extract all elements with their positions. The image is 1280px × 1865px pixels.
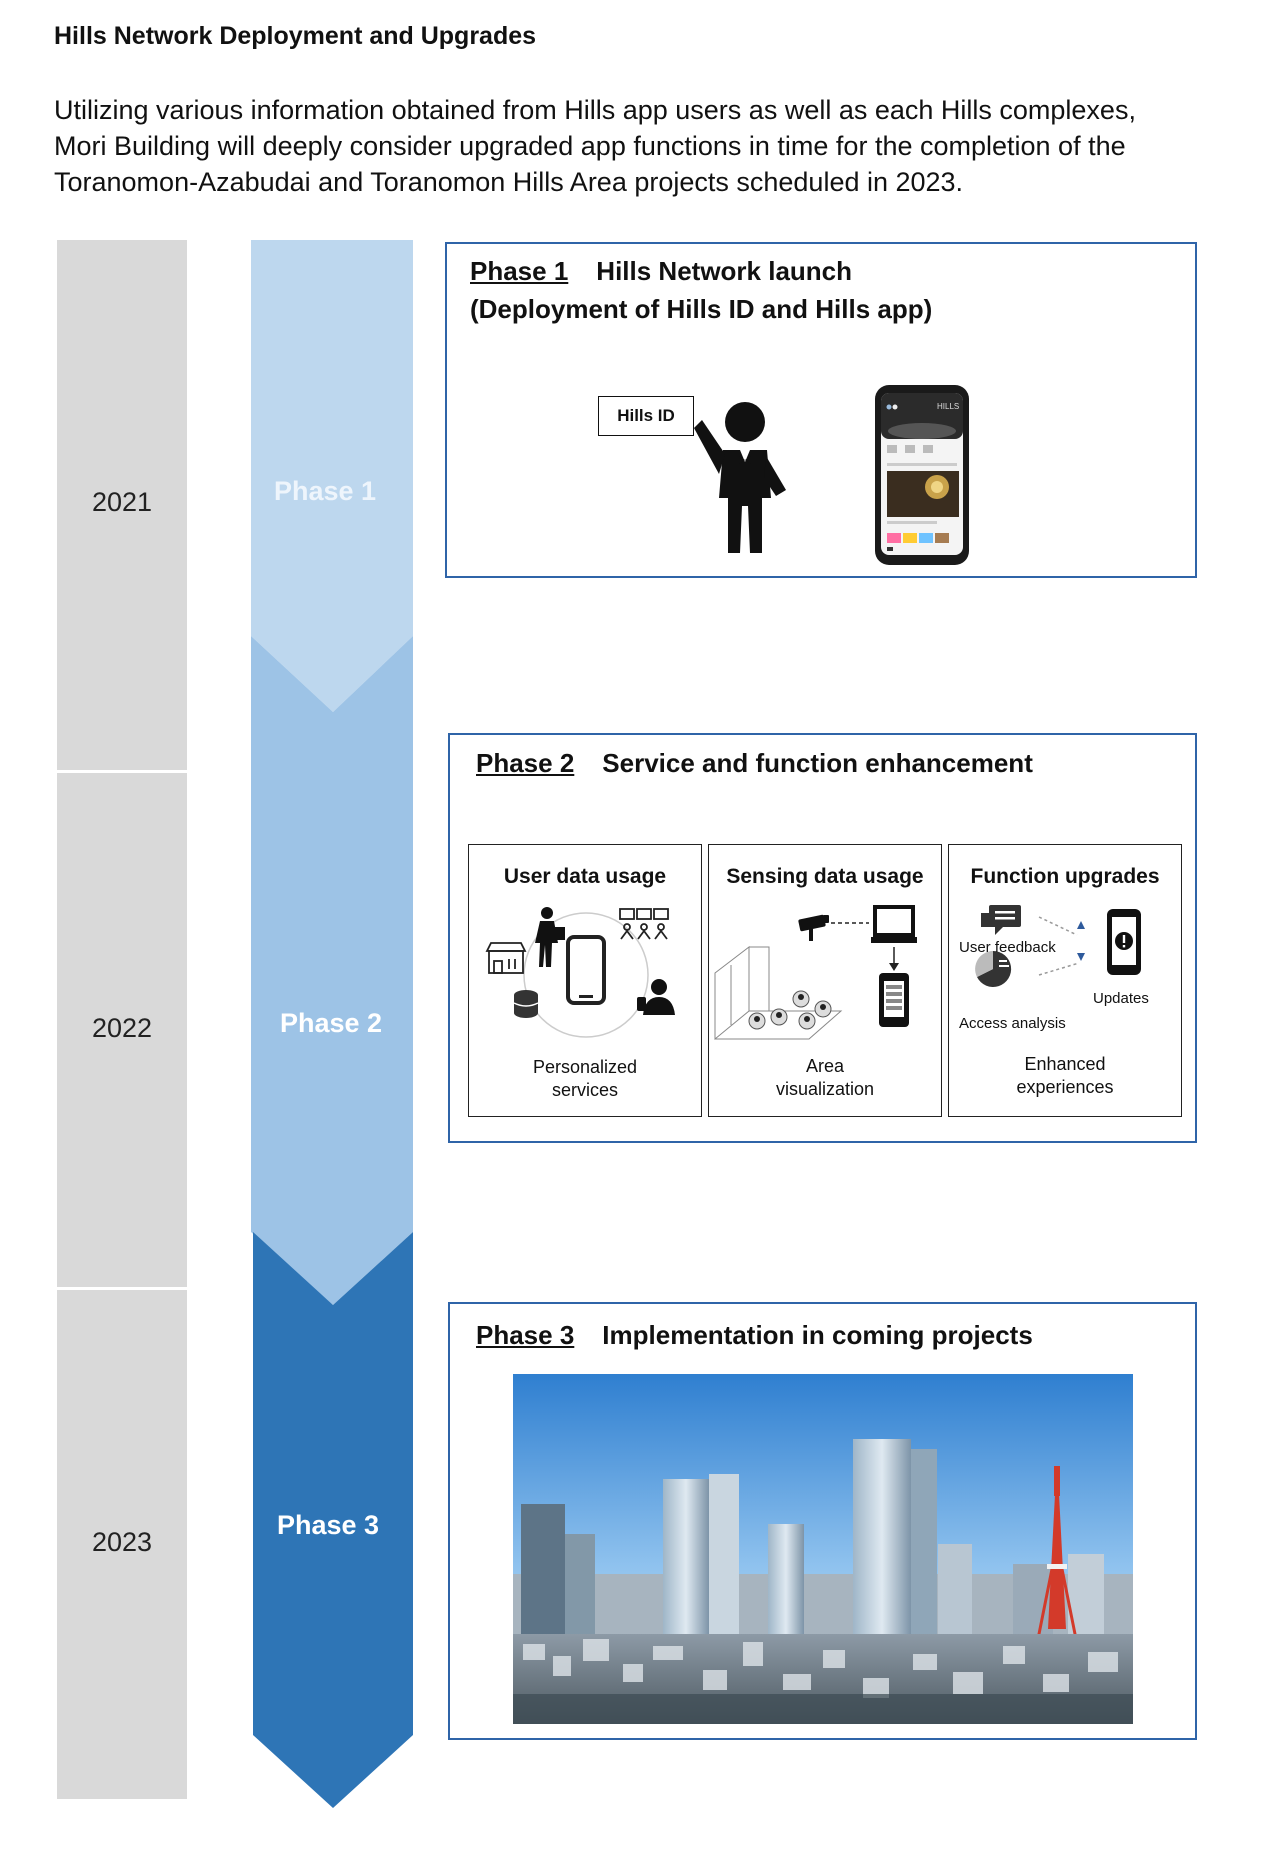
phase-2-chevron [251, 636, 413, 1305]
updates-label: Updates [1093, 990, 1149, 1007]
caption-line: experiences [1016, 1077, 1114, 1097]
intro-line: Utilizing various information obtained f… [54, 95, 1136, 125]
function-upgrades-illustration [975, 905, 1141, 987]
shop-icon [485, 942, 527, 974]
floor-grid [714, 945, 843, 1041]
caption-line: Area [805, 1056, 845, 1076]
signage-people-icon [619, 908, 669, 940]
caption-line: visualization [775, 1079, 875, 1099]
phase-1-panel [445, 242, 1197, 578]
year-box-2021: 2021 [57, 240, 187, 770]
smartphone-icon: HILLS [875, 385, 969, 565]
caption-line: services [551, 1080, 618, 1100]
phase-2-label: Phase 2 [280, 1008, 383, 1038]
phase-3-chevron [253, 1232, 413, 1808]
page-heading: Hills Network Deployment and Upgrades [54, 22, 537, 50]
mobile-device-icon [879, 973, 909, 1027]
function-upgrades-caption: Enhanced experiences [949, 1053, 1181, 1099]
phase-2-title: Phase 2 Service and function enhancement [476, 748, 1033, 779]
phase-3-name: Implementation in coming projects [602, 1320, 1033, 1350]
phase-1-chevron [251, 240, 413, 712]
pie-chart-icon [975, 950, 1012, 987]
sensing-data-caption: Area visualization [709, 1055, 941, 1101]
user-with-phone-icon [637, 979, 675, 1015]
phase-3-title: Phase 3 Implementation in coming projects [476, 1320, 1033, 1351]
function-upgrades-box: Function upgrades User feedback Updates [948, 844, 1182, 1117]
year-label: 2021 [91, 487, 153, 517]
phase-1-number: Phase 1 [470, 256, 569, 286]
person-markers [748, 990, 832, 1030]
caption-line: Enhanced [1024, 1054, 1106, 1074]
user-data-illustration [485, 907, 675, 1038]
hills-id-badge: Hills ID [598, 396, 694, 436]
phase-1-name: Hills Network launch [596, 256, 853, 286]
database-icon [513, 990, 539, 1018]
year-box-2022: 2022 [57, 773, 187, 1287]
user-data-caption: Personalized services [469, 1056, 701, 1102]
intro-paragraph: Utilizing various information obtained f… [54, 92, 1234, 200]
phase-2-number: Phase 2 [476, 748, 575, 778]
phase-1-title: Phase 1 Hills Network launch [470, 256, 852, 287]
phase-3-label: Phase 3 [277, 1510, 380, 1540]
sensing-data-usage-title: Sensing data usage [726, 865, 924, 888]
phone-brand: HILLS [937, 402, 959, 411]
arrow-up [1077, 921, 1085, 929]
intro-line: Toranomon-Azabudai and Toranomon Hills A… [54, 167, 964, 197]
monitor-icon [871, 905, 917, 943]
camera-icon [798, 914, 829, 941]
sensing-data-illustration [714, 905, 917, 1041]
access-analysis-label: Access analysis [959, 1015, 1066, 1032]
arrow-down [1077, 953, 1085, 961]
user-feedback-label: User feedback [959, 939, 1056, 956]
intro-line: Mori Building will deeply consider upgra… [54, 131, 1126, 161]
shopper-icon [535, 907, 565, 967]
city-skyline-image [513, 1374, 1133, 1724]
sensing-data-usage-box: Sensing data usage [708, 844, 942, 1117]
user-data-usage-box: User data usage [468, 844, 702, 1117]
function-upgrades-title: Function upgrades [970, 865, 1160, 888]
year-box-2023: 2023 [57, 1290, 187, 1799]
phase-1-label: Phase 1 [274, 476, 377, 506]
phase-1-subtitle: (Deployment of Hills ID and Hills app) [470, 294, 933, 324]
caption-line: Personalized [532, 1057, 638, 1077]
phase-3-number: Phase 3 [476, 1320, 575, 1350]
year-label: 2023 [91, 1527, 153, 1557]
year-label: 2022 [91, 1013, 153, 1043]
user-data-usage-title: User data usage [503, 865, 667, 888]
feedback-icon [981, 905, 1021, 935]
person-icon [694, 402, 786, 553]
phase-2-name: Service and function enhancement [602, 748, 1033, 778]
update-phone-icon [1107, 909, 1141, 975]
